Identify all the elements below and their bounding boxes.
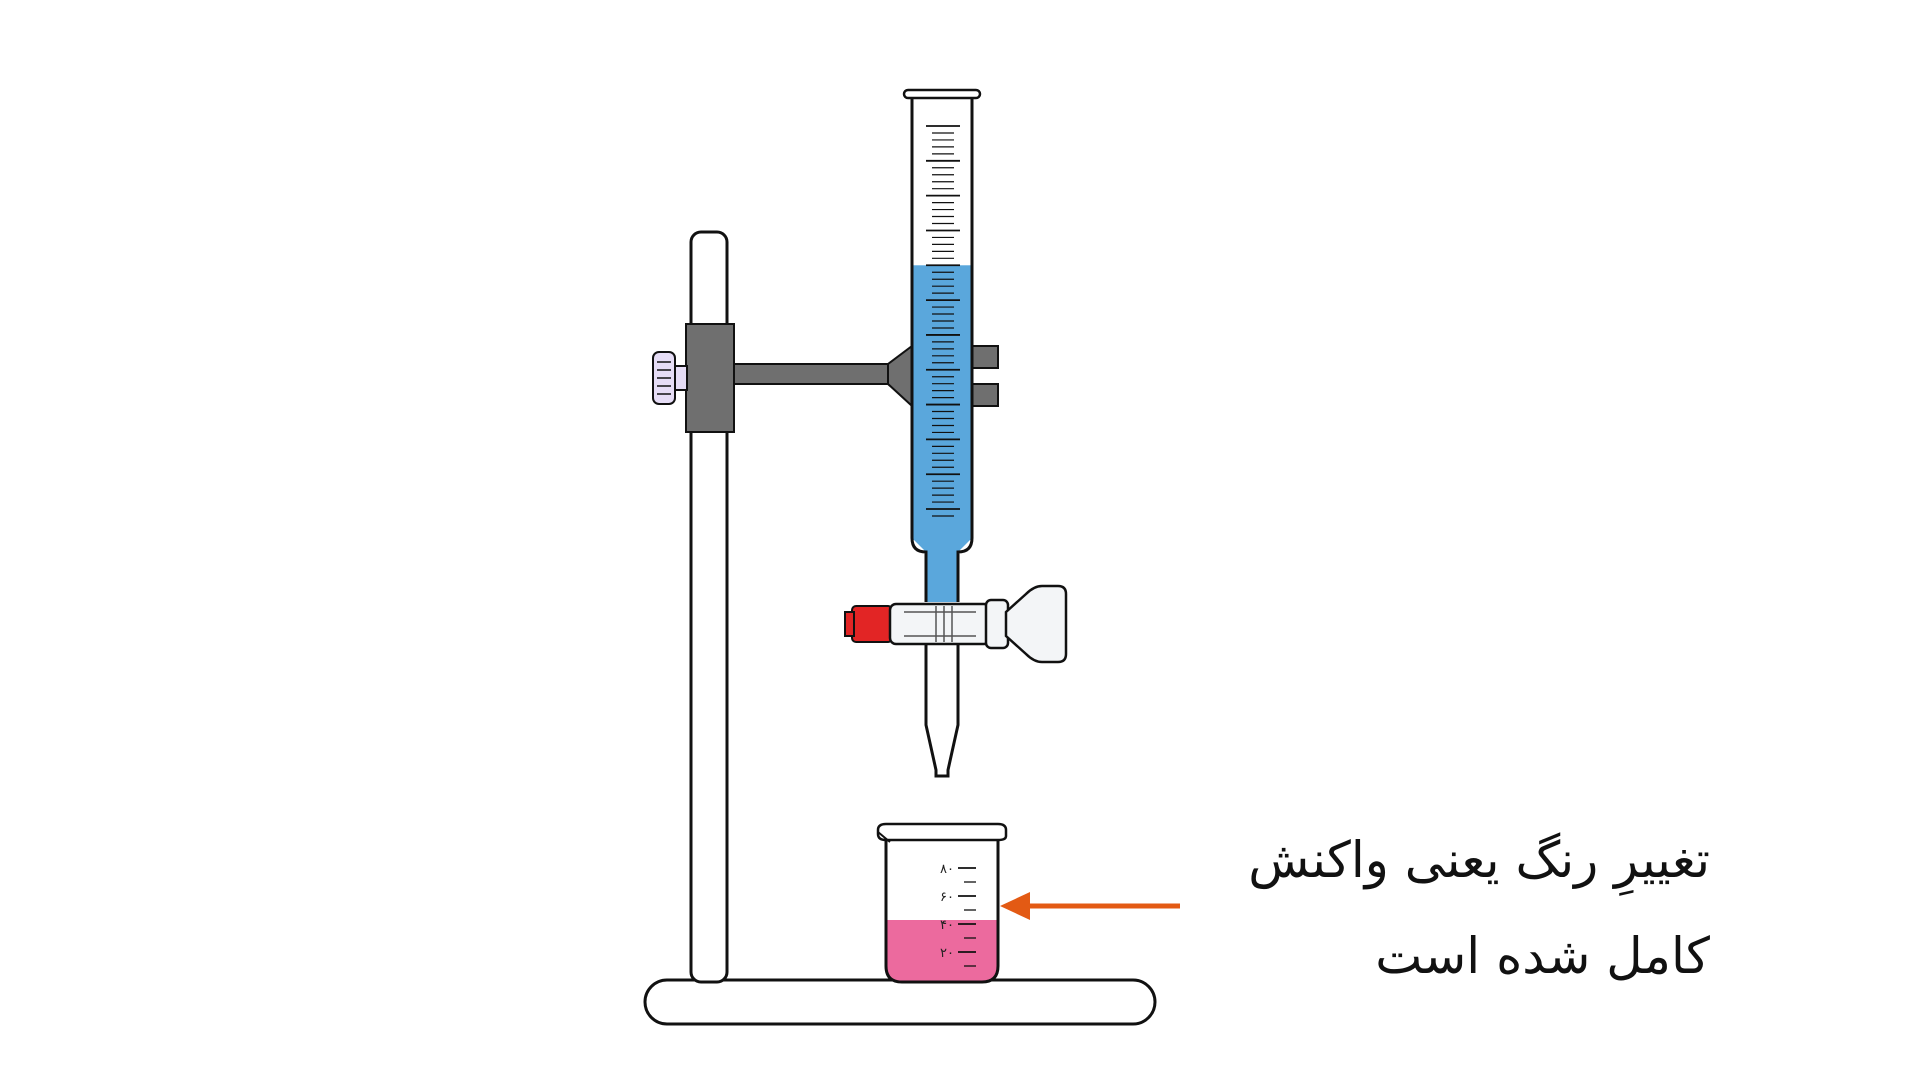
burette-tip [924, 636, 960, 778]
beaker-spout [877, 831, 891, 843]
stopcock [844, 584, 1068, 664]
burette-lip [902, 88, 982, 100]
beaker-rim [876, 822, 1008, 842]
burette [902, 88, 982, 778]
beaker-glass [884, 836, 1000, 984]
annotation-text: تغییرِ رنگ یعنی واکنش کامل شده است [1150, 812, 1710, 1004]
clamp-boss [685, 323, 735, 433]
stopcock-handle [1004, 584, 1068, 664]
beaker-scale-label: ۸۰ [940, 862, 954, 877]
beaker-graduations: ۸۰ ۶۰ ۴۰ ۲۰ [940, 862, 976, 967]
beaker-scale-label: ۲۰ [940, 946, 954, 961]
stopcock-red-cap [851, 605, 893, 643]
burette-titrant-taper [912, 538, 972, 552]
beaker-scale-label: ۴۰ [940, 918, 954, 933]
burette-titrant-stem [926, 550, 958, 602]
annotation-line-1: تغییرِ رنگ یعنی واکنش [1248, 831, 1710, 889]
burette-graduations [926, 125, 960, 517]
beaker: ۸۰ ۶۰ ۴۰ ۲۰ [876, 822, 1008, 984]
burette-titrant [912, 265, 972, 540]
burette-tube [910, 96, 974, 602]
stopcock-barrel [888, 602, 992, 646]
clamp-arm [733, 363, 891, 385]
annotation-arrow [1000, 892, 1180, 920]
annotation-line-2: کامل شده است [1375, 927, 1710, 985]
stand-base [643, 978, 1157, 1026]
clamp-knob [652, 351, 688, 405]
beaker-scale-label: ۶۰ [940, 890, 954, 905]
